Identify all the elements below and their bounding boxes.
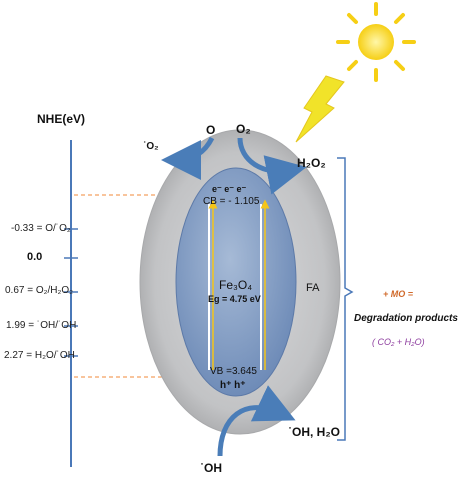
vb-label: VB =3.645 — [210, 366, 257, 377]
h2o2-label: H₂O₂ — [297, 156, 326, 170]
fa-label: FA — [306, 282, 320, 294]
tick-label-4: 1.99 = ˙OH/˙OH — [6, 320, 77, 331]
axis-title: NHE(eV) — [37, 112, 86, 126]
o2-label: O₂ — [236, 122, 251, 136]
co2-h2o-label: ( CO₂ + H₂O) — [372, 337, 425, 347]
right-bracket — [337, 157, 354, 441]
fe3o4-core — [175, 167, 297, 397]
tick-label-5: 2.27 = H₂O/˙OH — [4, 350, 75, 361]
o-label: O — [206, 123, 216, 137]
oh-to-oh-h2o-arrow — [217, 385, 296, 457]
cb-label: CB = - 1.105 — [203, 196, 260, 207]
sun-icon — [336, 2, 416, 82]
oh-radical-label: ˙OH — [200, 461, 222, 475]
oh-h2o-label: ˙OH, H₂O — [288, 425, 340, 439]
tick-label-1: -0.33 = O/˙O₂ — [11, 223, 71, 234]
core-name-label: Fe₃O₄ — [219, 278, 253, 292]
tick-label-2: 0.0 — [27, 251, 43, 263]
mo-label: + MO = — [383, 289, 414, 299]
degradation-products-label: Degradation products — [354, 313, 458, 324]
lightning-icon — [295, 75, 345, 143]
tick-label-3: 0.67 = O₂/H₂O₂ — [5, 285, 74, 296]
o2-radical-label: ˙O₂ — [143, 141, 159, 152]
holes-label: h⁺ h⁺ — [220, 380, 246, 391]
band-gap-label: Eg = 4.75 eV — [208, 294, 261, 304]
electrons-label: e⁻ e⁻ e⁻ — [212, 184, 247, 194]
o-to-o2-radical-arrow — [161, 136, 215, 180]
o2-to-h2o2-arrow — [237, 137, 307, 195]
